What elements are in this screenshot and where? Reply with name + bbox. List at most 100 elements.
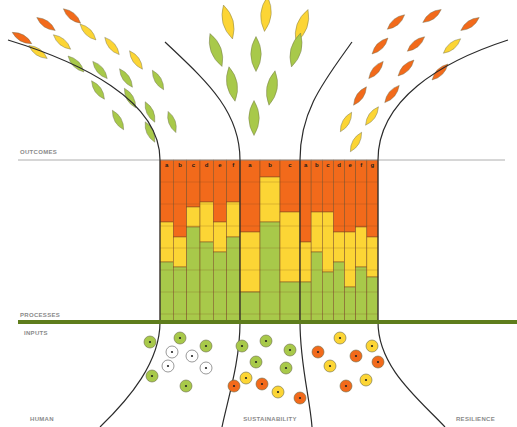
column-divider [200,204,213,205]
input-disc [228,380,240,392]
column-divider [300,226,311,227]
column-divider [173,314,186,315]
column-segment [187,227,200,322]
input-circle [272,386,284,398]
column-divider [345,292,356,293]
leaf [218,4,237,41]
input-disc [360,374,372,386]
input-circle [200,340,212,352]
column-segment [300,282,311,322]
column-divider [300,204,311,205]
indicator-column [213,160,226,322]
input-disc [294,392,306,404]
column-divider [187,204,200,205]
column-divider [173,292,186,293]
input-disc [144,336,156,348]
column-divider [260,226,280,227]
input-circle [174,332,186,344]
input-circle [228,380,240,392]
column-divider [345,204,356,205]
column-segment [160,262,173,322]
column-segment [345,160,356,232]
input-disc [272,386,284,398]
column-segment [322,212,333,272]
column-divider [200,182,213,183]
column-divider [227,270,240,271]
input-circle [240,372,252,384]
indicator-column [173,160,186,322]
column-divider [213,182,226,183]
input-dot [265,340,267,342]
column-segment [260,222,280,322]
column-divider [213,270,226,271]
column-divider [345,248,356,249]
column-divider [200,314,213,315]
band-label: INPUTS [24,330,48,336]
column-letter: f [360,162,362,168]
column-segment [333,232,344,262]
column-divider [322,248,333,249]
leaf [66,54,87,75]
input-disc [146,370,158,382]
column-segment [227,160,240,202]
column-segment [345,287,356,322]
column-divider [356,204,367,205]
input-circle [200,362,212,374]
column-divider [322,182,333,183]
leaf [142,100,158,123]
indicator-column [345,160,356,322]
column-divider [160,248,173,249]
column-letter: b [178,162,182,168]
column-segment [280,282,300,322]
input-disc [366,340,378,352]
column-divider [280,226,300,227]
input-dot [185,385,187,387]
column-letter: b [268,162,272,168]
input-circles [144,332,384,404]
input-disc [174,332,186,344]
column-divider [300,270,311,271]
column-divider [260,204,280,205]
leaf [405,34,427,54]
column-segment [213,160,226,222]
column-divider [240,314,260,315]
input-circle [360,374,372,386]
leaf [382,83,402,105]
column-divider [280,248,300,249]
column-divider [260,270,280,271]
column-divider [227,182,240,183]
column-divider [345,314,356,315]
leaf [90,59,110,81]
column-segment [160,222,173,262]
column-segment [213,252,226,322]
column-divider [260,248,280,249]
leaf [251,37,262,72]
input-disc [324,360,336,372]
input-dot [299,397,301,399]
column-divider [311,226,322,227]
column-divider [187,248,200,249]
column-divider [240,248,260,249]
input-circle [284,344,296,356]
column-segment [173,237,186,267]
column-segment [240,292,260,322]
column-segment [187,207,200,227]
input-dot [377,361,379,363]
column-divider [227,314,240,315]
column-divider [356,270,367,271]
right-inner-curve [300,42,352,427]
indicator-column [260,160,280,322]
column-segment [356,267,367,322]
input-circle [180,380,192,392]
left-outer-curve [8,40,160,427]
leaf [149,69,166,92]
column-divider [322,314,333,315]
column-divider [160,270,173,271]
column-divider [213,292,226,293]
column-divider [367,226,378,227]
column-divider [367,314,378,315]
indicator-column [333,160,344,322]
column-divider [300,182,311,183]
column-segment [322,272,333,322]
indicator-column [187,160,200,322]
